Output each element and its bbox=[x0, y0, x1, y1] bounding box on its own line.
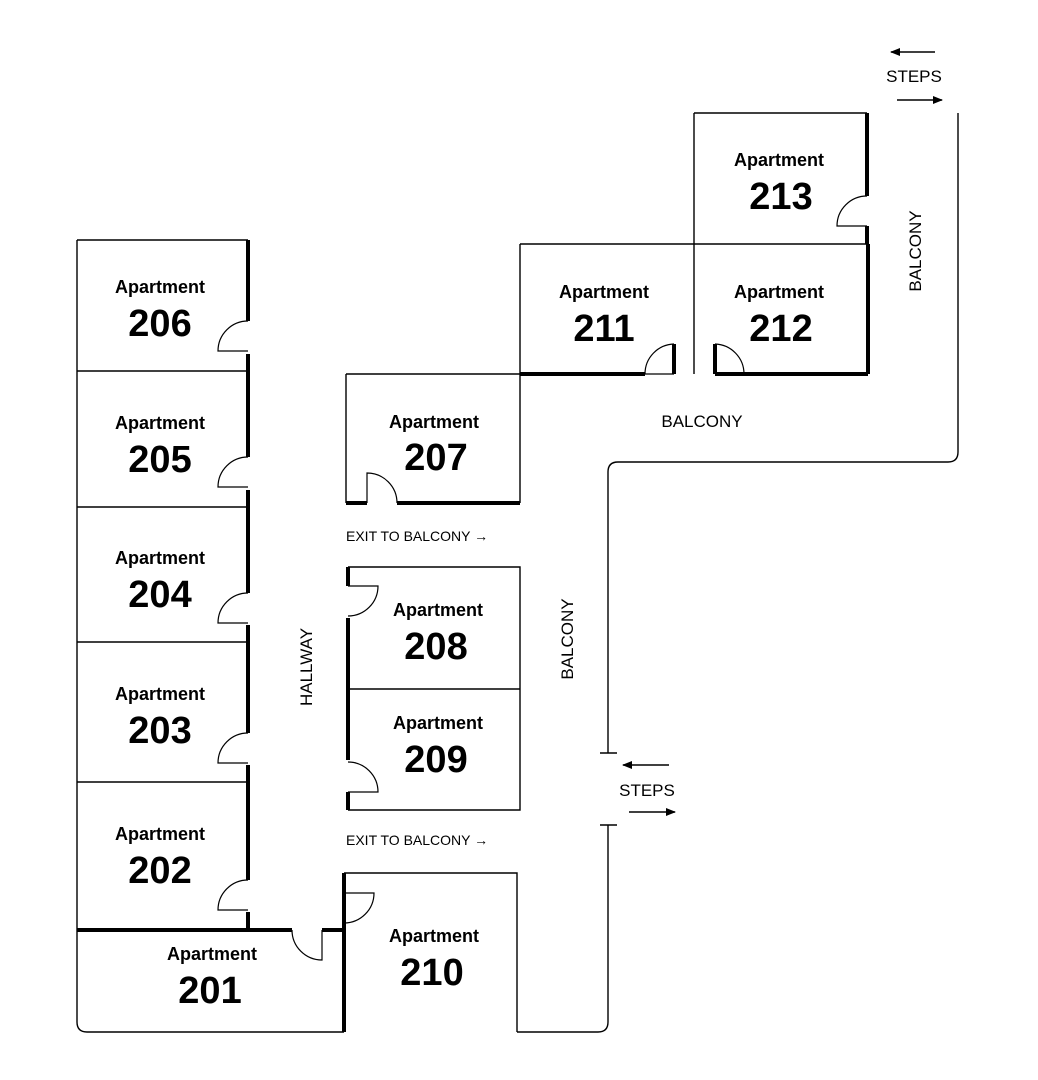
balcony-outline bbox=[517, 113, 959, 1033]
apartment-205: Apartment 205 bbox=[115, 413, 205, 481]
left-wing-doors bbox=[217, 320, 323, 961]
balcony-label: BALCONY bbox=[906, 210, 925, 291]
apartment-number: 202 bbox=[128, 850, 191, 892]
balcony-label: BALCONY bbox=[558, 598, 577, 679]
apartment-word: Apartment bbox=[115, 684, 205, 704]
hallway-label: HALLWAY bbox=[297, 628, 316, 706]
apartment-208: Apartment 208 bbox=[393, 600, 483, 668]
steps-label: STEPS bbox=[619, 781, 675, 800]
apartment-number: 205 bbox=[128, 439, 191, 481]
apartment-number: 207 bbox=[404, 437, 467, 479]
apartment-204: Apartment 204 bbox=[115, 548, 205, 616]
apartment-word: Apartment bbox=[115, 413, 205, 433]
apartment-202: Apartment 202 bbox=[115, 824, 205, 892]
apartment-number: 201 bbox=[178, 970, 241, 1012]
apartment-206: Apartment 206 bbox=[115, 277, 205, 345]
apartment-number: 210 bbox=[400, 952, 463, 994]
apartment-number: 206 bbox=[128, 303, 191, 345]
apartment-210-walls bbox=[342, 872, 518, 1032]
apartment-number: 211 bbox=[573, 308, 634, 350]
apartment-word: Apartment bbox=[393, 600, 483, 620]
apartment-word: Apartment bbox=[115, 548, 205, 568]
apartment-number: 213 bbox=[749, 176, 812, 218]
apartment-word: Apartment bbox=[734, 282, 824, 302]
apartment-211: Apartment 211 bbox=[559, 282, 649, 350]
apartment-207-walls bbox=[345, 373, 521, 505]
apartment-number: 208 bbox=[404, 626, 467, 668]
apartment-word: Apartment bbox=[393, 713, 483, 733]
apartment-number: 203 bbox=[128, 710, 191, 752]
steps-arrows bbox=[622, 48, 943, 816]
apartment-213: Apartment 213 bbox=[734, 150, 824, 218]
apartment-word: Apartment bbox=[167, 944, 257, 964]
apartment-209: Apartment 209 bbox=[393, 713, 483, 781]
apartment-word: Apartment bbox=[389, 412, 479, 432]
apartments-208-209-walls bbox=[346, 566, 521, 811]
apartment-word: Apartment bbox=[559, 282, 649, 302]
apartment-212: Apartment 212 bbox=[734, 282, 824, 350]
apartment-word: Apartment bbox=[115, 277, 205, 297]
balcony-label: BALCONY bbox=[661, 412, 742, 431]
apartment-number: 209 bbox=[404, 739, 467, 781]
apartment-word: Apartment bbox=[115, 824, 205, 844]
exit-to-balcony-label: EXIT TO BALCONY → bbox=[346, 832, 488, 848]
apartment-number: 204 bbox=[128, 574, 191, 616]
upper-wing-walls bbox=[519, 112, 870, 376]
apartment-word: Apartment bbox=[734, 150, 824, 170]
exit-to-balcony-label: EXIT TO BALCONY → bbox=[346, 528, 488, 544]
apartment-201: Apartment 201 bbox=[167, 944, 257, 1012]
apartment-word: Apartment bbox=[389, 926, 479, 946]
apartment-number: 212 bbox=[749, 308, 812, 350]
steps-label: STEPS bbox=[886, 67, 942, 86]
apartment-210: Apartment 210 bbox=[389, 926, 479, 994]
left-wing-walls bbox=[76, 239, 344, 1033]
apartment-203: Apartment 203 bbox=[115, 684, 205, 752]
apartment-207: Apartment 207 bbox=[389, 412, 479, 479]
